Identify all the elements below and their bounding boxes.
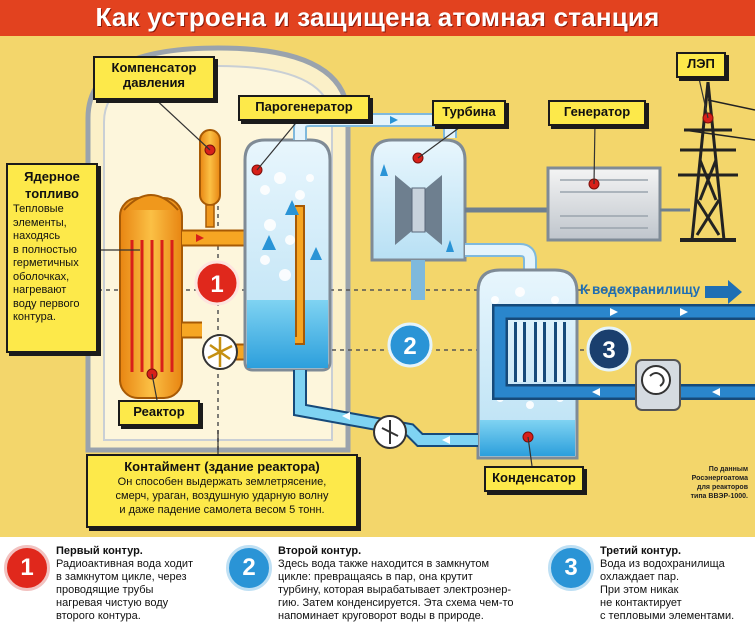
second-loop-pump (373, 415, 407, 449)
legend-line: нагревая чистую воду (56, 597, 169, 609)
legend-line: При этом никак (600, 584, 679, 596)
fuel-text-line: герметичных (13, 257, 79, 269)
legend-line: охлаждает пар. (600, 571, 680, 583)
fuel-text-line: в полностью (13, 243, 77, 256)
reactor-label: Реактор (118, 400, 200, 426)
legend-line: не контактирует (600, 597, 682, 609)
power-line-tower (678, 81, 755, 242)
source-note-line: типа ВВЭР-1000. (690, 493, 748, 500)
legend-text: Второй контур. Здесь вода также находитс… (278, 545, 546, 623)
pressurizer (199, 129, 221, 228)
condenser-label: Конденсатор (484, 466, 584, 492)
source-note-line: для реакторов (697, 484, 748, 491)
leader-lines (98, 73, 709, 467)
reservoir-arrow (705, 280, 742, 304)
fuel-text-line: нагревают (13, 284, 67, 296)
fuel-text-line: Тепловые (13, 203, 64, 215)
legend-line: напоминает круговорот воды в природе. (278, 610, 484, 622)
second-loop-pipe (293, 370, 478, 447)
containment-callout: Контаймент (здание реактора) Он способен… (86, 454, 358, 528)
legend-badge-3: 3 (548, 545, 594, 591)
legend-text: Третий контур. Вода из водохранилища охл… (600, 545, 750, 623)
badge-third-loop-number: 3 (602, 337, 615, 364)
title-bar: Как устроена и защищена атомная станция (0, 0, 755, 36)
legend-line: турбину, которая вырабатывает электроэне… (278, 584, 512, 596)
generator-label: Генератор (548, 100, 646, 126)
third-loop-pipe (492, 304, 755, 400)
turbine-housing (370, 138, 467, 262)
legend-title: Первый контур. (56, 545, 143, 557)
condenser-label-text: Конденсатор (492, 470, 576, 485)
steam-generator-label: Парогенератор (238, 95, 370, 121)
source-note-line: Росэнергоатома (691, 475, 748, 482)
fuel-text-line: воду первого (13, 297, 80, 310)
source-note-line: По данным (708, 466, 748, 473)
legend-text: Первый контур. Радиоактивная вода ходит … (56, 545, 236, 623)
generator-unit (546, 166, 690, 242)
first-loop-pump (202, 334, 238, 370)
containment-title: Контаймент (здание реактора) (124, 459, 320, 474)
legend-line: цикле: превращаясь в пар, она крутит (278, 571, 473, 583)
fuel-text-line: находясь (13, 230, 61, 242)
reactor-vessel (119, 194, 183, 399)
steam-generator-label-text: Парогенератор (255, 99, 353, 114)
legend-line: Вода из водохранилища (600, 558, 725, 570)
fuel-title-line2: топливо (25, 186, 79, 201)
containment-text-line: и даже падение самолета весом 5 тонн. (119, 504, 325, 516)
legend-line: с тепловыми элементами. (600, 610, 735, 622)
fuel-text-line: контура. (13, 311, 56, 323)
badge-second-loop: 2 (387, 322, 433, 368)
containment-text-line: смерч, ураган, воздушную ударную волну (115, 490, 329, 502)
legend-badge-1: 1 (4, 545, 50, 591)
containment-text-line: Он способен выдержать землетрясение, (117, 476, 327, 488)
pressurizer-label-line2: давления (122, 75, 186, 90)
legend-line: второго контура. (56, 610, 141, 622)
legend-title: Второй контур. (278, 545, 362, 557)
reactor-label-text: Реактор (133, 404, 185, 419)
legend-line: гию. Затем конденсируется. Эта схема чем… (278, 597, 514, 609)
turbine-label: Турбина (432, 100, 506, 126)
generator-label-text: Генератор (563, 104, 631, 119)
source-note: По данным Росэнергоатома для реакторов т… (640, 465, 748, 501)
legend: 1 Первый контур. Радиоактивная вода ходи… (0, 537, 755, 640)
badge-first-loop: 1 (194, 260, 240, 306)
power-line-label-text: ЛЭП (687, 56, 715, 71)
pressurizer-label-line1: Компенсатор (111, 60, 197, 75)
pressurizer-label: Компенсатор давления (93, 56, 215, 100)
badge-first-loop-number: 1 (210, 271, 223, 298)
legend-badge-2: 2 (226, 545, 272, 591)
legend-title: Третий контур. (600, 545, 682, 557)
badge-second-loop-number: 2 (403, 333, 416, 360)
third-loop-pump (635, 359, 681, 411)
legend-line: проводящие трубы (56, 584, 154, 596)
exhaust-pipe (411, 243, 537, 300)
legend-line: Радиоактивная вода ходит (56, 558, 194, 570)
fuel-title-line1: Ядерное (24, 169, 80, 184)
page-title: Как устроена и защищена атомная станция (95, 2, 660, 32)
badge-third-loop: 3 (586, 326, 632, 372)
legend-line: Здесь вода также находится в замкнутом (278, 558, 490, 570)
fuel-text-line: элементы, (13, 216, 67, 229)
plant-diagram: 1 2 3 (85, 45, 755, 467)
nuclear-fuel-callout: Ядерное топливо Тепловые элементы, наход… (6, 163, 98, 353)
steam-generator (243, 138, 332, 372)
turbine-label-text: Турбина (442, 104, 496, 119)
legend-line: в замкнутом цикле, через (56, 571, 187, 583)
to-reservoir-label: К водохранилищу (580, 282, 701, 297)
fuel-text-line: оболочках, (13, 270, 70, 283)
power-line-label: ЛЭП (676, 52, 726, 78)
